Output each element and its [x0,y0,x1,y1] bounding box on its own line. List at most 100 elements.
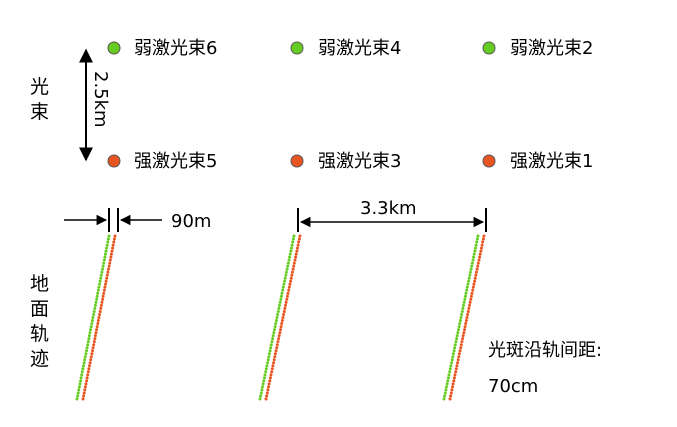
weak-track-dot-middle [289,249,293,253]
weak-track-dot-right [476,234,480,238]
strong-track-dot-right [459,346,463,350]
weak-track-dot-left [95,297,99,301]
strong-track-dot-middle [285,297,289,301]
weak-track-dot-right [442,397,446,401]
strong-track-dot-middle [282,310,286,313]
strong-track-dot-right [455,364,459,368]
strong-beam-row: 强激光束5 强激光束3 强激光束1 [107,151,593,172]
weak-track-dot-left [100,270,104,274]
strong-beam-5-marker [107,154,121,168]
weak-track-dot-right [467,279,471,283]
weak-track-dot-middle [286,261,290,265]
weak-track-dot-right [447,373,451,377]
weak-track-dot-middle [288,252,292,256]
strong-track-dot-middle [269,373,273,377]
strong-beam-3-marker [290,154,304,168]
weak-track-dot-left [103,252,107,256]
strong-track-dot-middle [286,291,290,295]
ground-track-label-3: 轨 [30,323,49,345]
weak-track-dot-left [88,331,92,335]
strong-track-dot-middle [270,370,274,374]
ground-tracks [75,234,486,401]
weak-track-dot-middle [259,391,263,395]
strong-track-dot-left [86,370,90,374]
weak-track-dot-right [448,367,452,371]
strong-track-dot-right [451,385,454,389]
strong-track-dot-right [454,367,458,371]
weak-track-dot-left [99,276,103,280]
weak-track-dot-right [457,325,461,329]
strong-track-dot-left [108,258,112,262]
strong-track-dot-middle [284,300,288,304]
weak-beam-4-label: 弱激光束4 [318,38,401,59]
weak-track-dot-right [451,352,455,356]
weak-track-dot-right [464,291,468,295]
strong-track-dot-middle [272,358,276,362]
strong-track-dot-left [88,364,91,368]
weak-track-dot-right [459,316,463,319]
weak-track-dot-middle [260,388,264,392]
weak-track-dot-right [445,385,448,389]
strong-track-dot-middle [281,316,285,319]
weak-track-dot-middle [285,267,289,271]
strong-track-dot-right [461,337,465,341]
weak-track-dot-left [86,343,90,347]
weak-track-dot-left [103,255,107,259]
weak-track-dot-left [98,279,102,283]
weak-track-dot-right [448,370,452,374]
weak-track-dot-middle [263,373,267,377]
strong-track-dot-left [95,325,99,329]
weak-track-dot-right [454,340,458,344]
strong-track-dot-right [452,379,456,383]
strong-track-dot-middle [267,382,271,386]
strong-track-dot-right [472,282,476,286]
strong-track-dot-middle [270,367,274,371]
weak-track-dot-left [83,355,87,359]
strong-track-dot-left [82,391,86,395]
weak-track-dot-right [460,313,464,316]
strong-track-dot-right [482,234,486,238]
weak-track-dot-middle [272,331,276,335]
strong-track-dot-middle [268,376,272,380]
strong-track-dot-left [112,237,116,241]
strong-track-dot-right [470,291,474,295]
weak-track-dot-middle [286,264,290,268]
weak-track-dot-left [83,358,87,362]
weak-track-dot-middle [267,355,271,359]
strong-track-dot-middle [293,258,297,262]
weak-track-dot-middle [279,294,283,298]
strong-track-dot-left [109,255,113,259]
column-spacing-label: 3.3km [360,198,417,219]
weak-track-dot-left [87,334,91,338]
weak-track-dot-middle [283,276,287,280]
strong-track-dot-right [453,373,457,377]
strong-track-dot-right [481,237,485,241]
weak-track-dot-left [101,267,104,271]
weak-track-dot-middle [284,273,288,277]
strong-track-dot-right [471,285,475,289]
strong-track-dot-left [110,249,114,253]
strong-track-dot-middle [273,355,277,359]
weak-track-dot-right [470,261,474,265]
weak-track-dot-left [93,306,97,310]
strong-track-dot-right [474,273,478,277]
weak-track-dot-middle [274,322,278,325]
column-spacing-dimension: 3.3km [297,198,487,232]
weak-track-dot-right [474,246,477,250]
weak-track-dot-left [85,349,88,353]
weak-track-dot-left [95,294,99,298]
weak-track-dot-left [106,240,110,244]
weak-track-dot-middle [261,385,264,389]
strong-track-dot-left [105,273,109,277]
weak-track-dot-middle [280,291,284,295]
strong-track-dot-right [480,243,484,247]
weak-track-dot-left [93,303,97,307]
strong-track-dot-middle [282,313,286,316]
strong-track-dot-middle [272,361,276,365]
weak-track-dot-middle [288,255,292,259]
strong-track-dot-left [88,361,92,365]
strong-track-dot-left [107,264,111,268]
strong-track-dot-middle [296,243,300,247]
strong-track-dot-middle [283,306,287,310]
strong-track-dot-right [478,255,482,259]
